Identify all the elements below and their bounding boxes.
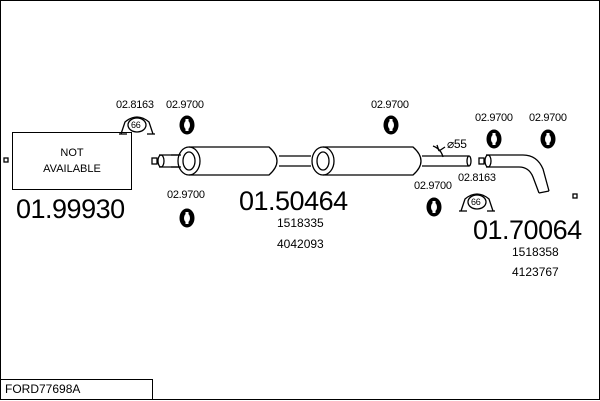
rear-pipe-oem-1: 1518358 xyxy=(512,245,559,259)
rear-pipe-oem-2: 4123767 xyxy=(512,265,559,279)
clamp-left-icon xyxy=(119,116,155,135)
clamp-left-label: 02.8163 xyxy=(116,99,154,111)
inlet-pipe-stub xyxy=(151,154,179,168)
model-code: FORD77698A xyxy=(5,382,81,396)
outlet-pipe xyxy=(422,144,472,167)
right-end-marker xyxy=(572,193,578,199)
clamp-right-label: 02.8163 xyxy=(458,172,496,184)
hanger-top-left-label: 02.9700 xyxy=(166,99,204,111)
middle-silencer-oem-2: 4042093 xyxy=(277,237,324,251)
hanger-top-left-icon xyxy=(179,115,195,135)
not-available-line1: NOT xyxy=(60,147,84,159)
clamp-left-badge: 66 xyxy=(131,120,141,130)
left-end-marker xyxy=(3,157,9,163)
pipe-diameter-label: ⌀55 xyxy=(447,137,467,151)
middle-silencer-part-number: 01.50464 xyxy=(239,186,348,216)
clamp-right-badge: 66 xyxy=(471,197,481,207)
hanger-top-mid-label: 02.9700 xyxy=(371,99,409,111)
hanger-bottom-left-label: 02.9700 xyxy=(167,189,205,201)
hanger-top-mid-icon xyxy=(383,115,399,135)
middle-silencer-1 xyxy=(171,146,278,176)
front-part-number: 01.99930 xyxy=(16,194,125,224)
not-available-box: NOT AVAILABLE xyxy=(12,132,132,190)
hanger-right-b-label: 02.9700 xyxy=(529,112,567,124)
middle-silencer-2 xyxy=(311,146,422,176)
hanger-bottom-right-icon xyxy=(426,197,442,217)
hanger-right-b-icon xyxy=(540,129,556,149)
hanger-bottom-left-icon xyxy=(179,208,195,228)
middle-silencer-oem-1: 1518335 xyxy=(277,216,324,230)
not-available-line2: AVAILABLE xyxy=(43,163,101,175)
clamp-right-icon xyxy=(459,193,495,212)
model-code-box: FORD77698A xyxy=(1,379,153,399)
hanger-right-a-icon xyxy=(486,129,502,149)
hanger-bottom-right-label: 02.9700 xyxy=(414,180,452,192)
tail-pipe xyxy=(478,154,550,194)
hanger-right-a-label: 02.9700 xyxy=(475,112,513,124)
rear-pipe-part-number: 01.70064 xyxy=(473,215,582,245)
